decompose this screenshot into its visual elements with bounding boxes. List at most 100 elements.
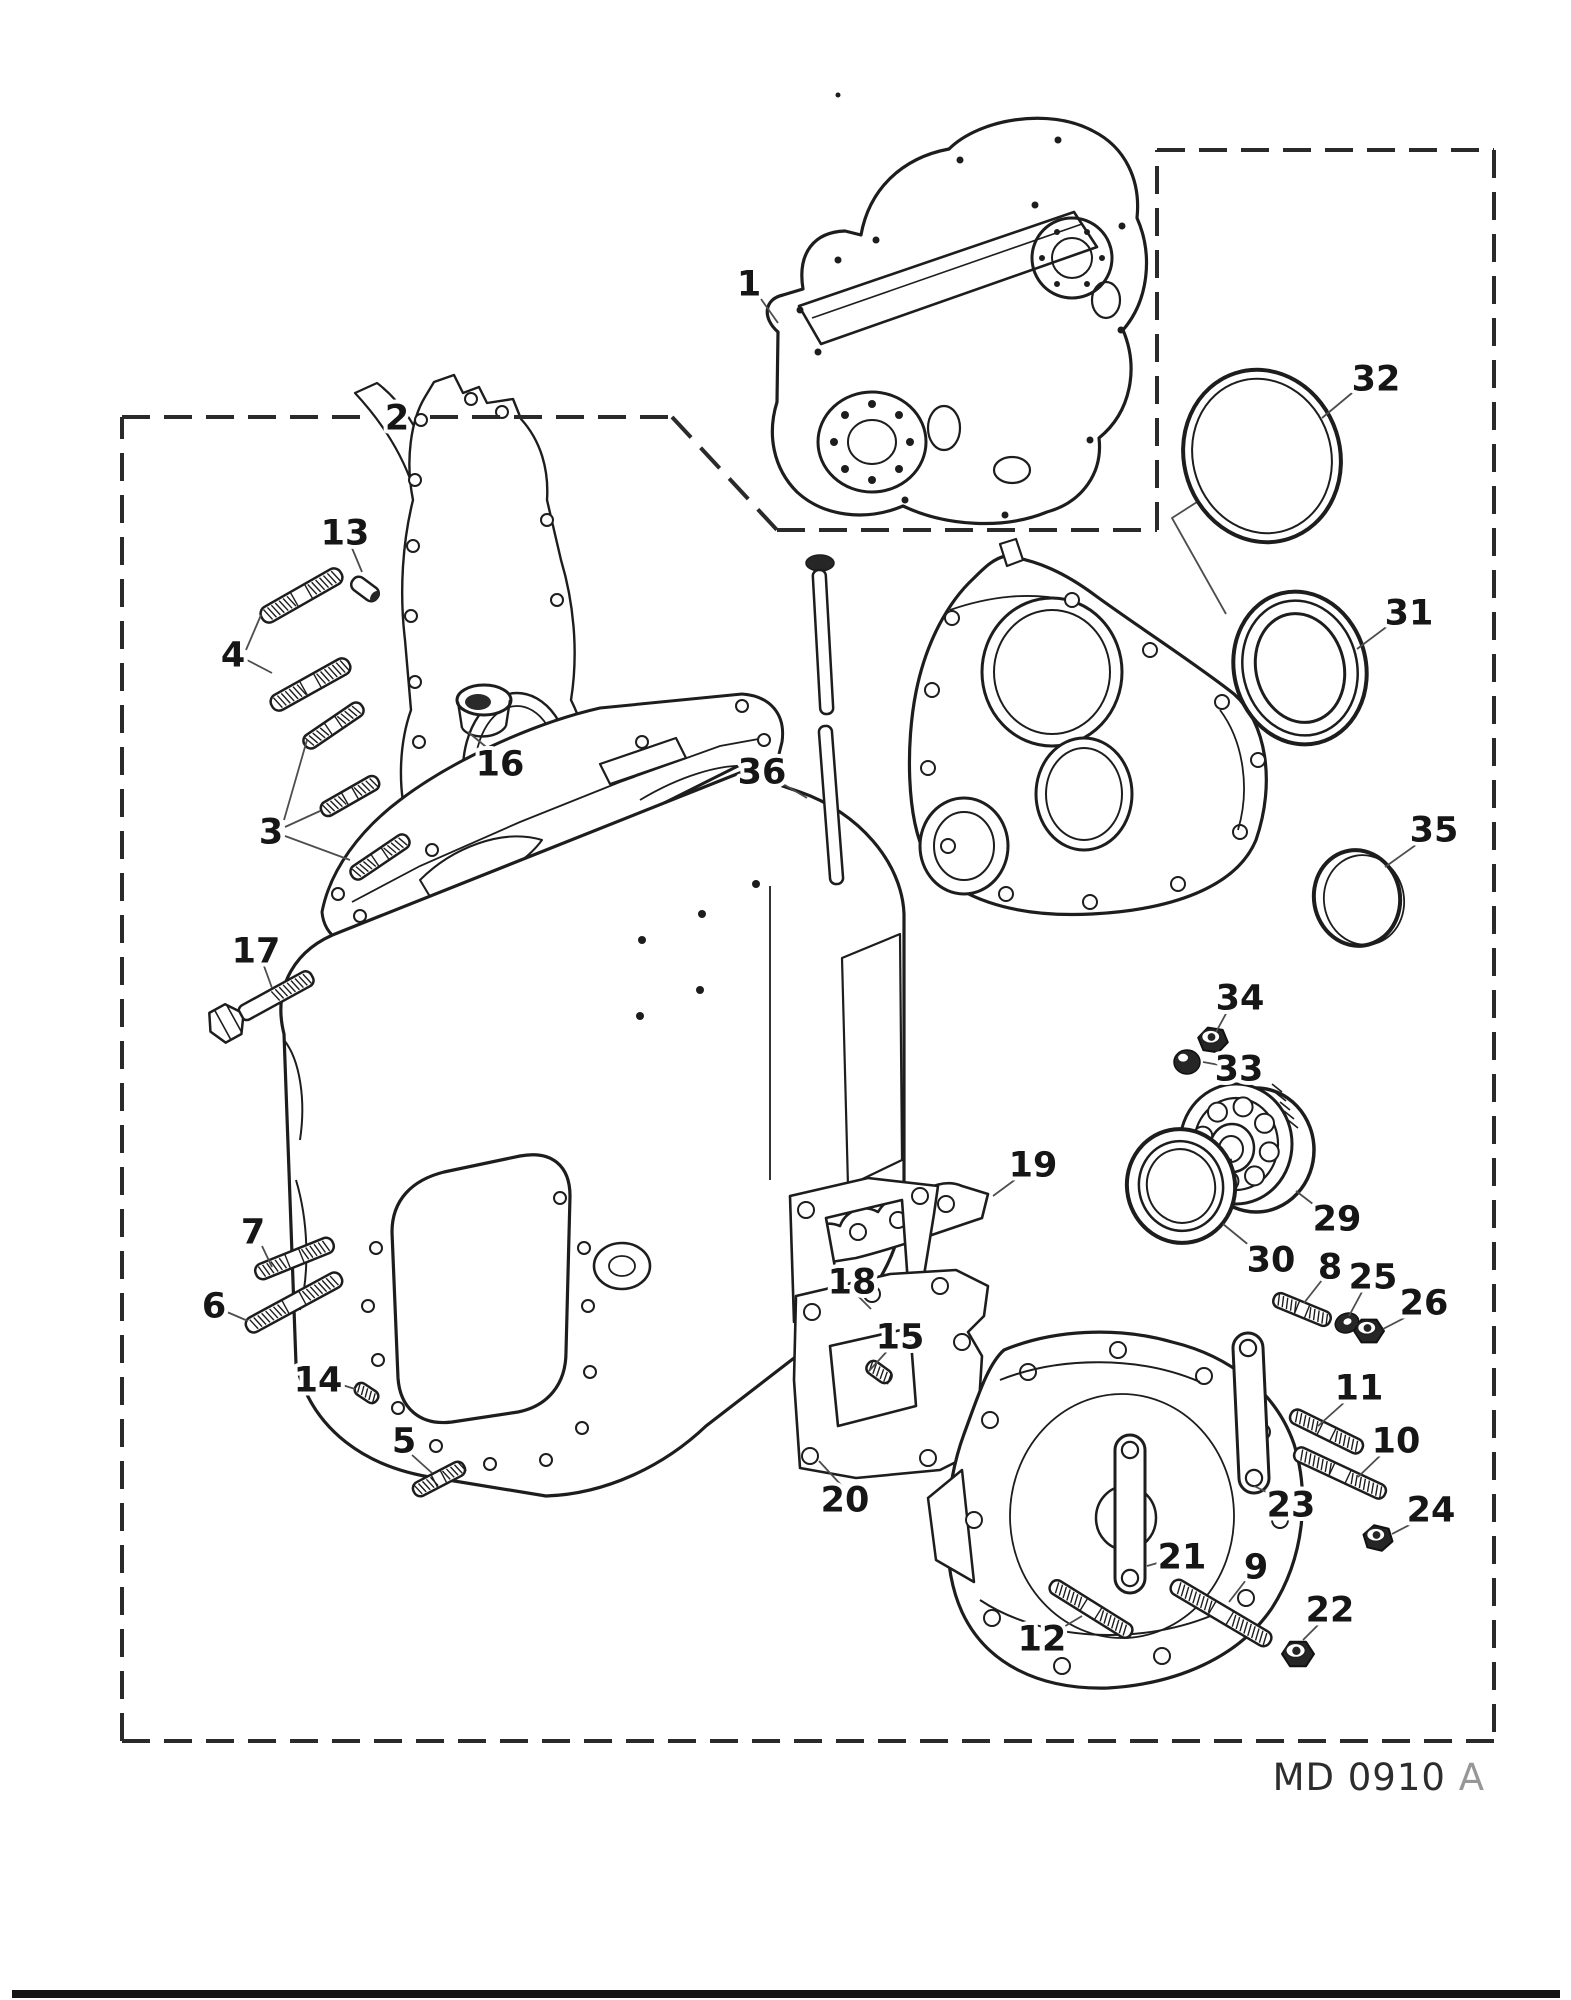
plug-35 [1311, 848, 1403, 948]
callout-label-30: 30 [1247, 1241, 1296, 1281]
callout-leader-35 [1384, 841, 1421, 868]
callout-leader-32 [1321, 387, 1359, 419]
callout-label-36: 36 [738, 753, 787, 793]
timing-cover-bore-b [1034, 736, 1134, 852]
stud-12 [1048, 1578, 1134, 1640]
callout-label-8: 8 [1318, 1248, 1342, 1288]
callout-label-4: 4 [221, 636, 245, 676]
seal-30-mid [1137, 1139, 1225, 1233]
callout-label-29: 29 [1313, 1200, 1362, 1240]
callout-10: 10 [1357, 1418, 1424, 1478]
callout-label-35: 35 [1410, 811, 1459, 851]
callout-label-18: 18 [828, 1263, 877, 1303]
callout-leader-29 [1295, 1190, 1323, 1212]
callout-21: 21 [1146, 1534, 1210, 1582]
callout-label-9: 9 [1244, 1548, 1268, 1588]
callout-23: 23 [1253, 1482, 1319, 1530]
assembly-1-port-b [992, 455, 1032, 485]
washer-25 [1334, 1312, 1360, 1334]
callout-label-14: 14 [294, 1361, 343, 1401]
callout-leader-3-1 [284, 810, 321, 828]
callout-leader-12 [1056, 1615, 1083, 1632]
callout-leader-15 [868, 1347, 891, 1372]
callout-label-5: 5 [392, 1422, 416, 1462]
nut-34 [1197, 1026, 1229, 1054]
callout-label-10: 10 [1372, 1422, 1421, 1462]
bolt-17 [208, 970, 315, 1044]
oilpan-tray-slot [598, 736, 688, 786]
callout-label-24: 24 [1407, 1491, 1456, 1531]
crankcase-arc-a [283, 1039, 304, 1141]
callout-leader-20 [818, 1460, 843, 1487]
assembly-1-rosette-hub [847, 419, 897, 465]
diagram-code: MD 0910 A [1273, 1756, 1485, 1799]
diagram-code-suffix: A [1458, 1756, 1485, 1799]
diagram-code-main: MD 0910 [1272, 1756, 1446, 1799]
callout-leader-21 [1146, 1559, 1169, 1567]
callout-leader-30 [1222, 1223, 1257, 1252]
callout-label-19: 19 [1009, 1146, 1058, 1186]
callout-leader-11 [1317, 1399, 1348, 1427]
dipstick-36-cap [805, 554, 835, 572]
callout-24: 24 [1391, 1487, 1459, 1535]
assembly-1-gear-hub [1051, 237, 1093, 279]
callout-leader-33 [1202, 1061, 1226, 1067]
callout-leader-3-0 [283, 739, 308, 821]
callout-label-16: 16 [476, 745, 525, 785]
callout-7: 7 [237, 1209, 273, 1268]
nut-24 [1362, 1524, 1394, 1552]
callout-label-17: 17 [232, 932, 281, 972]
callout-leader-3-2 [284, 835, 351, 861]
callout-11: 11 [1317, 1365, 1387, 1427]
bushing-16-bottom [461, 725, 508, 738]
callout-12: 12 [1014, 1615, 1083, 1664]
stud-8 [1271, 1291, 1333, 1328]
strap-23 [1231, 1331, 1271, 1495]
seal-31-mid [1241, 599, 1359, 737]
callout-leader-4-1 [246, 659, 273, 674]
callout-label-7: 7 [241, 1213, 265, 1253]
callout-label-23: 23 [1267, 1486, 1316, 1526]
callout-leader-4-0 [245, 614, 262, 651]
callout-label-26: 26 [1400, 1284, 1449, 1324]
callout-label-6: 6 [202, 1287, 226, 1327]
callout-leader-36 [777, 780, 808, 799]
stud-5 [411, 1460, 467, 1498]
callout-leader-22 [1302, 1621, 1322, 1641]
callout-9: 9 [1228, 1544, 1272, 1603]
callout-label-11: 11 [1335, 1369, 1384, 1409]
stud-4a [259, 567, 344, 624]
stud-11 [1288, 1408, 1365, 1455]
callout-31: 31 [1356, 590, 1437, 650]
kit-box-2: 2 [120, 148, 1496, 1743]
callout-leader-19 [992, 1175, 1021, 1197]
assembly-1-rosette-bolts [830, 400, 914, 484]
callout-leader-1 [760, 298, 779, 324]
callout-25: 25 [1345, 1254, 1401, 1317]
strap-21 [1113, 1433, 1147, 1595]
callout-3: 3 [255, 739, 351, 861]
timing-cover-boss2 [933, 811, 995, 881]
bushing-16-side-l [456, 701, 464, 729]
callout-leader-18 [857, 1295, 872, 1310]
gasket-20-holes [801, 1277, 971, 1467]
end-cover-rib-a [999, 1361, 1201, 1383]
seal-31-inner [1253, 612, 1347, 724]
callout-16: 16 [467, 731, 528, 789]
callout-leader-26 [1382, 1313, 1413, 1330]
callout-1: 1 [733, 261, 779, 324]
callout-leader-23 [1253, 1485, 1278, 1498]
bushing-16-side-r [504, 699, 512, 727]
callout-leader-13 [351, 547, 363, 573]
callout-label-3: 3 [259, 813, 283, 853]
callout-5: 5 [388, 1418, 433, 1474]
assembly-1-bolt-dots [796, 136, 1126, 519]
callout-17: 17 [228, 928, 284, 989]
stud-3a [302, 701, 365, 750]
callout-leader-25 [1348, 1289, 1364, 1317]
callout-26: 26 [1382, 1280, 1452, 1330]
callout-33: 33 [1202, 1046, 1267, 1094]
callout-label-2: 2 [385, 399, 409, 439]
callout-label-22: 22 [1306, 1591, 1355, 1631]
